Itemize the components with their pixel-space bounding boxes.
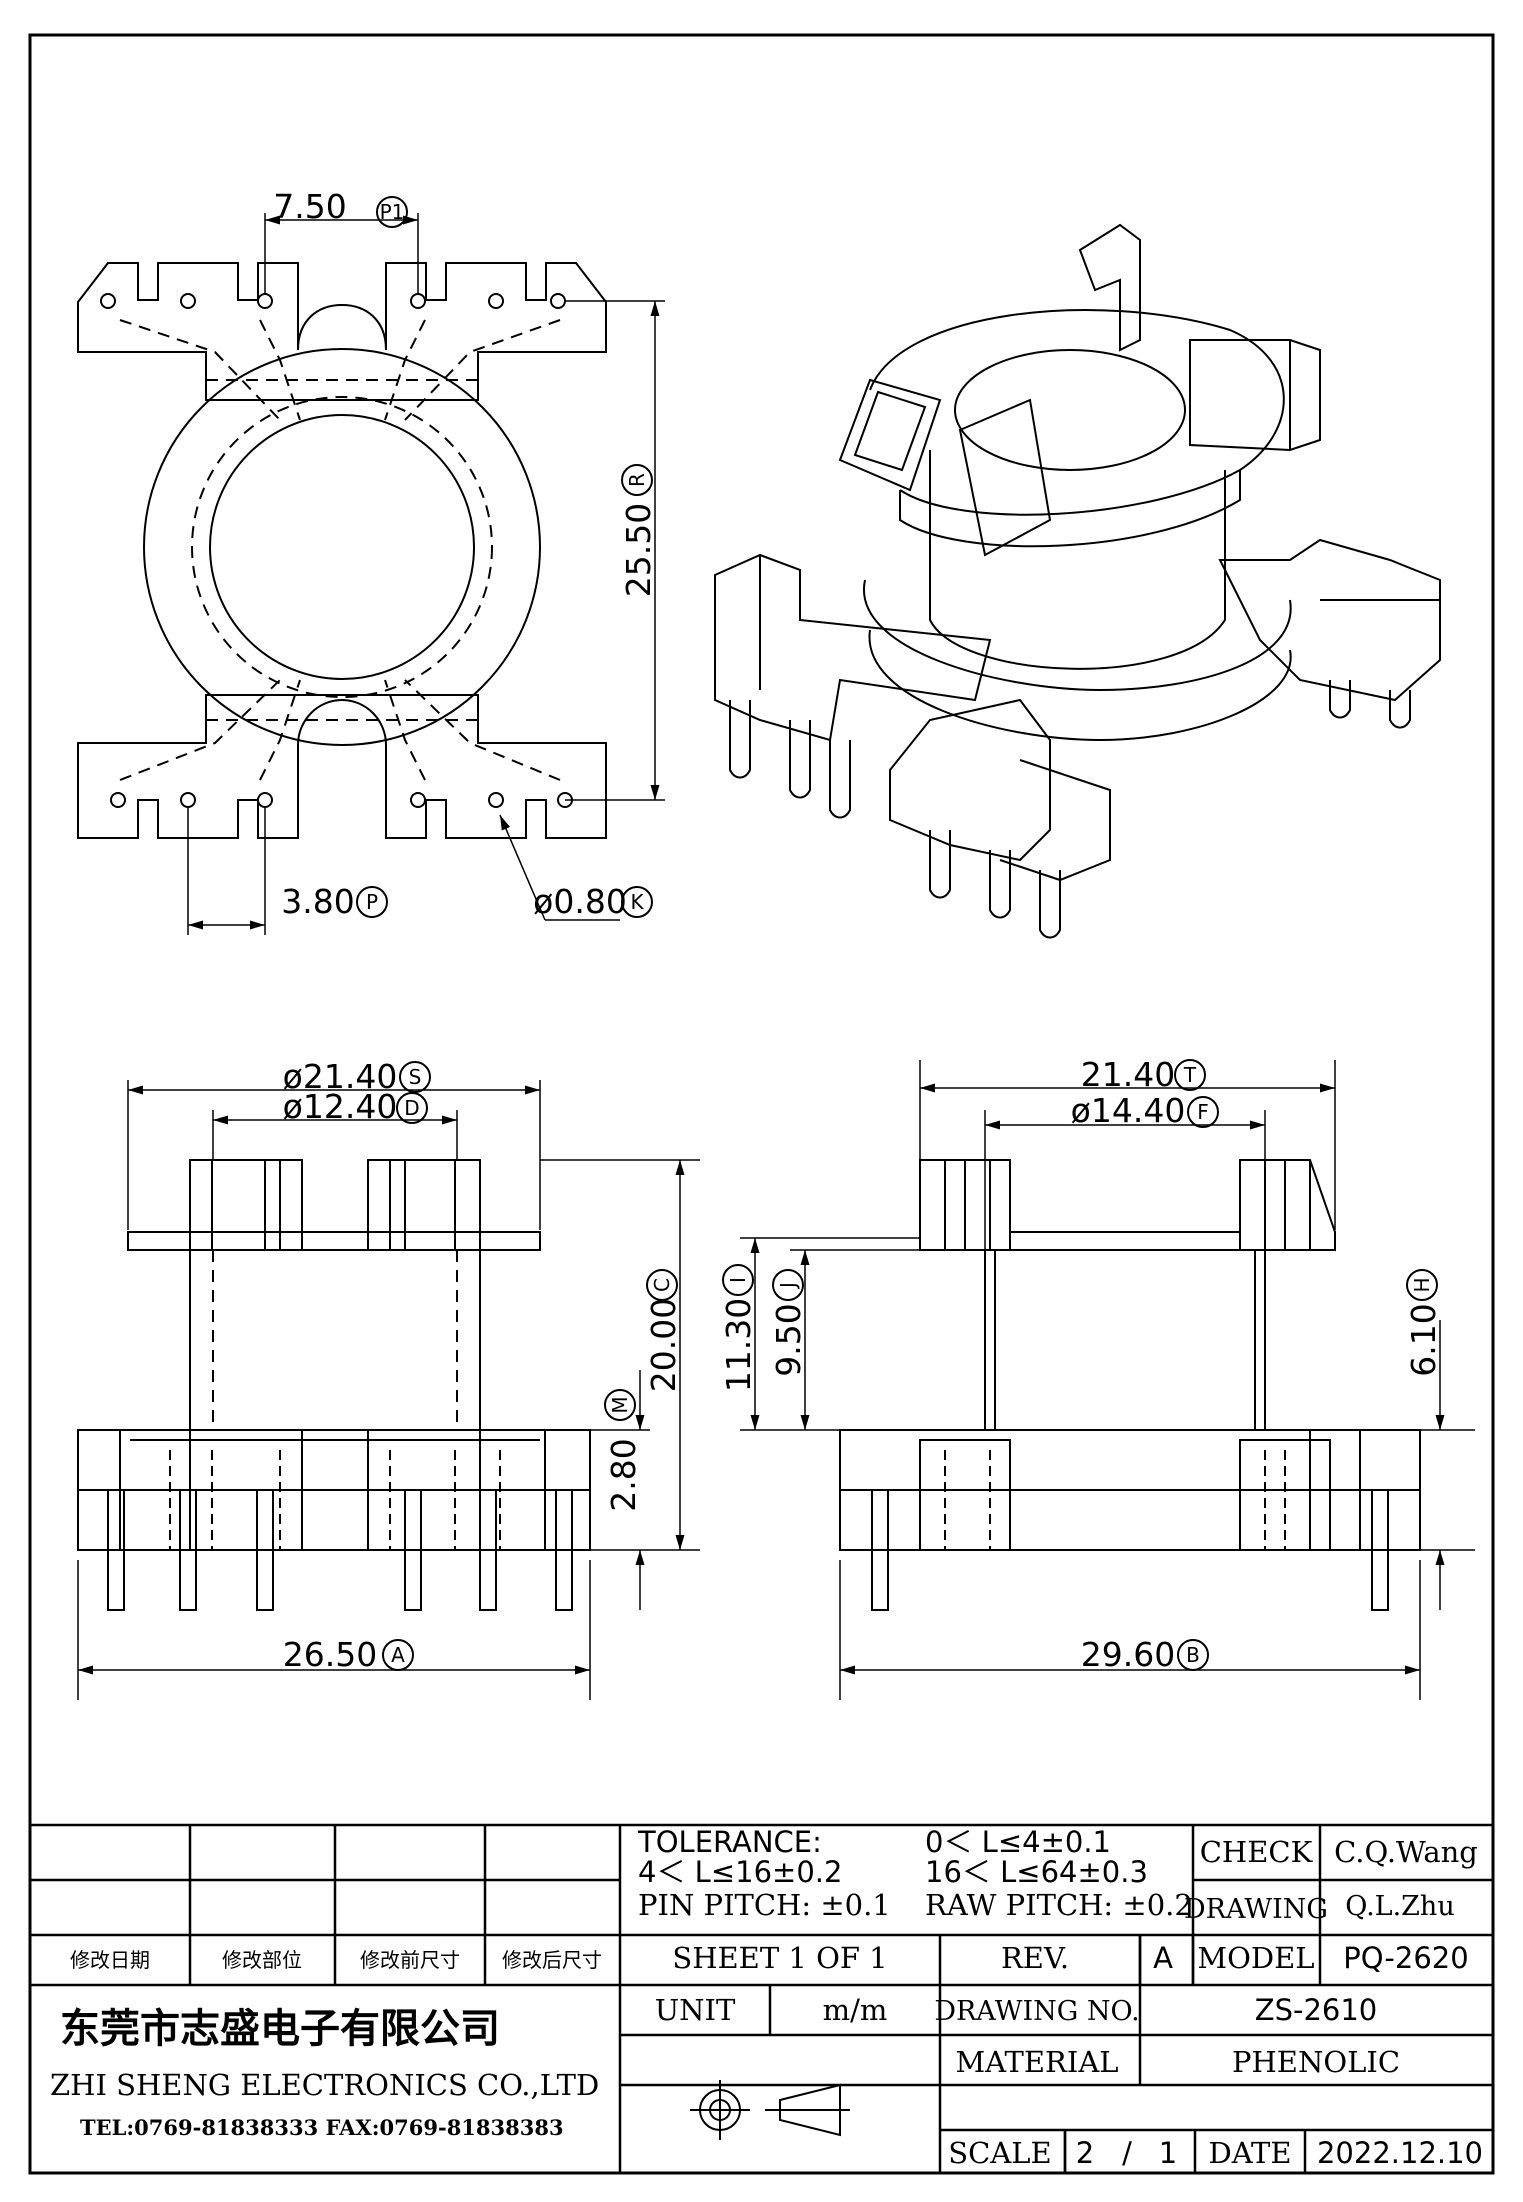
core-circle-hidden [191, 396, 493, 698]
rev-header-before: 修改前尺寸 [360, 1948, 460, 1972]
dim-bottom-pitch: 3.80 [281, 882, 354, 921]
drawing-label: DRAWING [1184, 1894, 1328, 1925]
drawing-value: Q.L.Zhu [1345, 1891, 1454, 1922]
top-base-plate [77, 262, 607, 401]
side-pins [871, 1490, 1389, 1611]
check-value: C.Q.Wang [1334, 1835, 1478, 1869]
drawing-no-value: ZS-2610 [1255, 1993, 1378, 2027]
pin-pitch: PIN PITCH: ±0.1 [638, 1888, 891, 1922]
check-label: CHECK [1200, 1835, 1314, 1869]
tolerance-2: 4＜ L≤16±0.2 [638, 1855, 842, 1889]
side-view-dim-text: 21.40 T ø14.40 F 11.30 I 9.50 J 6.10 H 2… [719, 1055, 1443, 1674]
unit-label: UNIT [655, 1993, 736, 2027]
drawing-no-label: DRAWING NO. [934, 1996, 1139, 2027]
front-view [77, 1159, 591, 1611]
tag-j: J [776, 1282, 800, 1290]
tag-r: R [625, 473, 649, 487]
side-view [839, 1159, 1421, 1611]
dim-height-i: 11.30 [719, 1298, 758, 1392]
tag-p: P [366, 890, 378, 914]
tag-f: F [1197, 1100, 1209, 1124]
dim-core-dia: ø12.40 [283, 1087, 398, 1126]
tolerance-title: TOLERANCE: [637, 1825, 822, 1859]
tag-t: T [1183, 1063, 1197, 1087]
top-view [77, 262, 607, 839]
raw-pitch: RAW PITCH: ±0.2 [925, 1888, 1193, 1922]
model-label: MODEL [1197, 1941, 1314, 1975]
projection-symbol-icon [690, 2080, 850, 2140]
dim-flange-dia: ø21.40 [283, 1057, 398, 1096]
dim-height-r: 25.50 [619, 503, 658, 597]
dim-total-height: 20.00 [644, 1298, 683, 1392]
dim-base-height: 2.80 [604, 1438, 643, 1511]
dim-flange-width: 21.40 [1081, 1055, 1175, 1094]
sheet-border [28, 33, 1495, 2175]
core-circle [209, 414, 475, 680]
front-pins [107, 1490, 573, 1611]
dim-width-b: 29.60 [1081, 1635, 1175, 1674]
iso-pins [729, 680, 1411, 939]
dim-inner-dia: ø14.40 [1071, 1091, 1186, 1130]
unit-value: m/m [823, 1993, 888, 2027]
tag-k: K [630, 890, 644, 914]
dim-width-a: 26.50 [283, 1635, 377, 1674]
dim-top-pitch: 7.50 [273, 187, 346, 226]
rev-label: REV. [1001, 1941, 1069, 1975]
rev-header-date: 修改日期 [70, 1948, 150, 1972]
scale-den: 1 [1159, 2136, 1177, 2170]
tolerance-1: 0＜ L≤4±0.1 [925, 1825, 1111, 1859]
dim-height-h: 6.10 [1404, 1303, 1443, 1376]
company-en: ZHI SHENG ELECTRONICS CO.,LTD [50, 2068, 599, 2102]
title-block-text: 修改日期 修改部位 修改前尺寸 修改后尺寸 TOLERANCE: 0＜ L≤4±… [50, 1825, 1483, 2173]
date-value: 2022.12.10 [1317, 2136, 1483, 2170]
rev-header-part: 修改部位 [222, 1948, 302, 1972]
side-view-dimensions [740, 1060, 1475, 1700]
bottom-base-plate [77, 694, 607, 839]
tag-h: H [1410, 1277, 1434, 1292]
scale-label: SCALE [948, 2136, 1051, 2170]
tag-d: D [404, 1096, 419, 1120]
tag-i: I [726, 1277, 750, 1283]
isometric-view [714, 223, 1441, 939]
model-value: PQ-2620 [1343, 1941, 1468, 1975]
flange-circle-outer [143, 348, 541, 746]
front-view-dimensions [77, 1080, 700, 1700]
dim-pin-dia: ø0.80 [533, 882, 627, 921]
front-view-dim-text: ø21.40 S ø12.40 D 20.00 C 2.80 M 26.50 A [283, 1057, 683, 1674]
tag-a: A [391, 1643, 405, 1667]
hidden-slots [119, 319, 561, 781]
scale-num: 2 [1076, 2136, 1094, 2170]
tag-m: M [608, 1396, 632, 1413]
tolerance-3: 16＜ L≤64±0.3 [925, 1855, 1148, 1889]
date-label: DATE [1208, 2136, 1291, 2170]
company-cn: 东莞市志盛电子有限公司 [60, 2006, 500, 2052]
dim-height-j: 9.50 [769, 1303, 808, 1376]
tag-c: C [650, 1278, 674, 1292]
rev-header-after: 修改后尺寸 [502, 1948, 602, 1972]
material-value: PHENOLIC [1232, 2045, 1400, 2079]
tag-b: B [1186, 1643, 1200, 1667]
tag-p1: P1 [380, 200, 405, 224]
tel-fax: TEL:0769-81838333 FAX:0769-81838383 [80, 2115, 564, 2140]
sheet-label: SHEET 1 OF 1 [672, 1941, 887, 1975]
tag-s: S [409, 1065, 422, 1089]
pin-holes [100, 293, 573, 808]
rev-value: A [1153, 1941, 1173, 1975]
scale-sep: / [1122, 2136, 1132, 2170]
material-label: MATERIAL [955, 2045, 1118, 2079]
top-view-dim-text: 7.50 P1 25.50 R 3.80 P ø0.80 K [273, 187, 658, 921]
top-view-dimensions [187, 213, 665, 935]
